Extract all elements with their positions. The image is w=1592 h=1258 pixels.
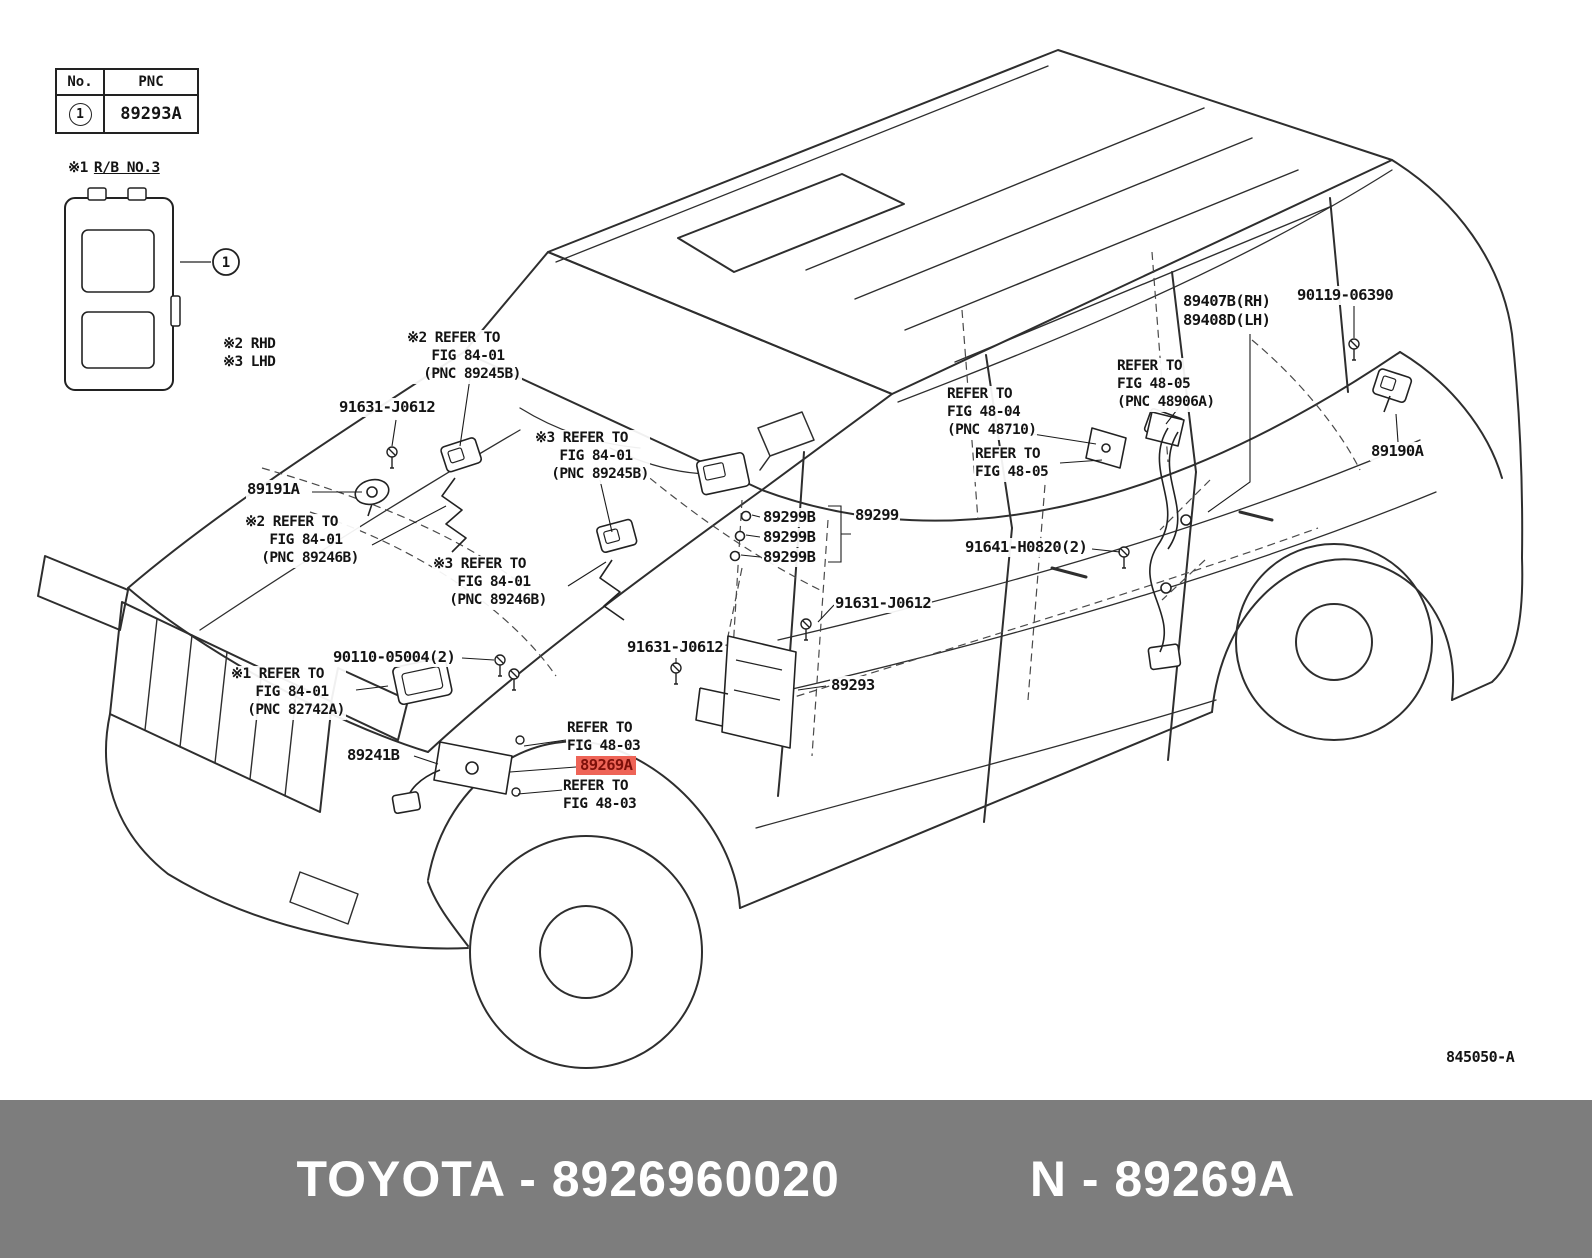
relay-box-note-prefix: ※1 [68,160,88,176]
pnc-table-header-no: No. [55,68,105,96]
part-label-89191a: 89191A [246,480,301,500]
component-glyphs [354,368,1413,815]
refer-note-fig48-05-a: REFER TO FIG 48-05 [974,446,1050,482]
callout-number-badge: 1 [68,102,92,126]
sensor-89190a-glyph [1372,368,1413,403]
pnc-table: No. PNC 1 89293A [55,68,199,134]
part-label-89299b-2: 89299B [762,528,817,548]
airbag-sensor-b-glyph [596,518,638,554]
part-label-89190a: 89190A [1370,442,1425,462]
relay-box-note-label: R/B NO.3 [93,160,160,176]
part-label-90110-05004: 90110-05004(2) [332,648,457,668]
leader-lines [312,306,1399,795]
part-label-89299b-1: 89299B [762,508,817,528]
footer-pnc: N - 89269A [1029,1151,1296,1207]
diagram-code: 845050-A [1446,1048,1515,1066]
note-rhd-lhd: ※2 RHD ※3 LHD [222,336,277,372]
refer-note-fig48-04: REFER TO FIG 48-04 (PNC 48710) [946,386,1038,440]
refer-note-fig48-05-b: REFER TO FIG 48-05 (PNC 48906A) [1116,358,1216,412]
footer-banner: TOYOTA - 8926960020 N - 89269A [0,1100,1592,1258]
footer-part-number: TOYOTA - 8926960020 [296,1151,840,1207]
bracket-89241b-glyph [391,741,513,815]
part-label-90119-06390: 90119-06390 [1296,286,1395,306]
pnc-table-row: 1 89293A [55,94,199,134]
ecu-82742a-glyph [392,656,453,706]
relay-box-glyph [64,187,181,391]
refer-note-fig48-03-a: REFER TO FIG 48-03 [566,720,642,756]
relay-callout: 1 [180,248,240,276]
airbag-sensor-a-glyph [440,437,483,473]
callout-circle-icon [212,248,240,276]
refer-note-fig48-03-b: REFER TO FIG 48-03 [562,778,638,814]
ecu-89293-glyph [695,635,797,749]
part-label-89407b-89408d: 89407B(RH) 89408D(LH) [1182,292,1272,331]
vehicle-line-art: 1 [37,49,1524,1069]
refer-note-fig84-01-89246b-lhd: ※3 REFER TO FIG 84-01 (PNC 89246B) [432,556,548,610]
sensor-89191a-glyph [354,478,390,517]
part-label-89269a-highlighted: 89269A [576,756,637,776]
wire-pigtails [441,395,1391,653]
vehicle-body [37,49,1524,1069]
part-label-91641-h0820: 91641-H0820(2) [964,538,1089,558]
part-label-91631-j0612-b: 91631-J0612 [834,594,933,614]
part-label-89241b: 89241B [346,746,401,766]
relay-box-note: ※1 R/B NO.3 [68,160,160,176]
sensor-89299-glyph [695,451,752,562]
bracket-4804-glyph [1085,427,1127,469]
part-label-89299b-3: 89299B [762,548,817,568]
refer-note-fig84-01-89245b-lhd: ※3 REFER TO FIG 84-01 (PNC 89245B) [534,430,650,484]
pnc-value: 89293A [103,94,199,134]
part-label-89299: 89299 [854,506,900,526]
pnc-table-header-pnc: PNC [103,68,199,96]
svg-text:1: 1 [222,255,230,271]
part-label-91631-j0612-a: 91631-J0612 [338,398,437,418]
refer-note-fig84-01-89245b-rhd: ※2 REFER TO FIG 84-01 (PNC 89245B) [406,330,522,384]
refer-note-fig84-01-89246b-rhd: ※2 REFER TO FIG 84-01 (PNC 89246B) [244,514,360,568]
part-label-89293: 89293 [830,676,876,696]
part-label-91631-j0612-c: 91631-J0612 [626,638,725,658]
refer-note-fig84-01-82742a: ※1 REFER TO FIG 84-01 (PNC 82742A) [230,666,346,720]
